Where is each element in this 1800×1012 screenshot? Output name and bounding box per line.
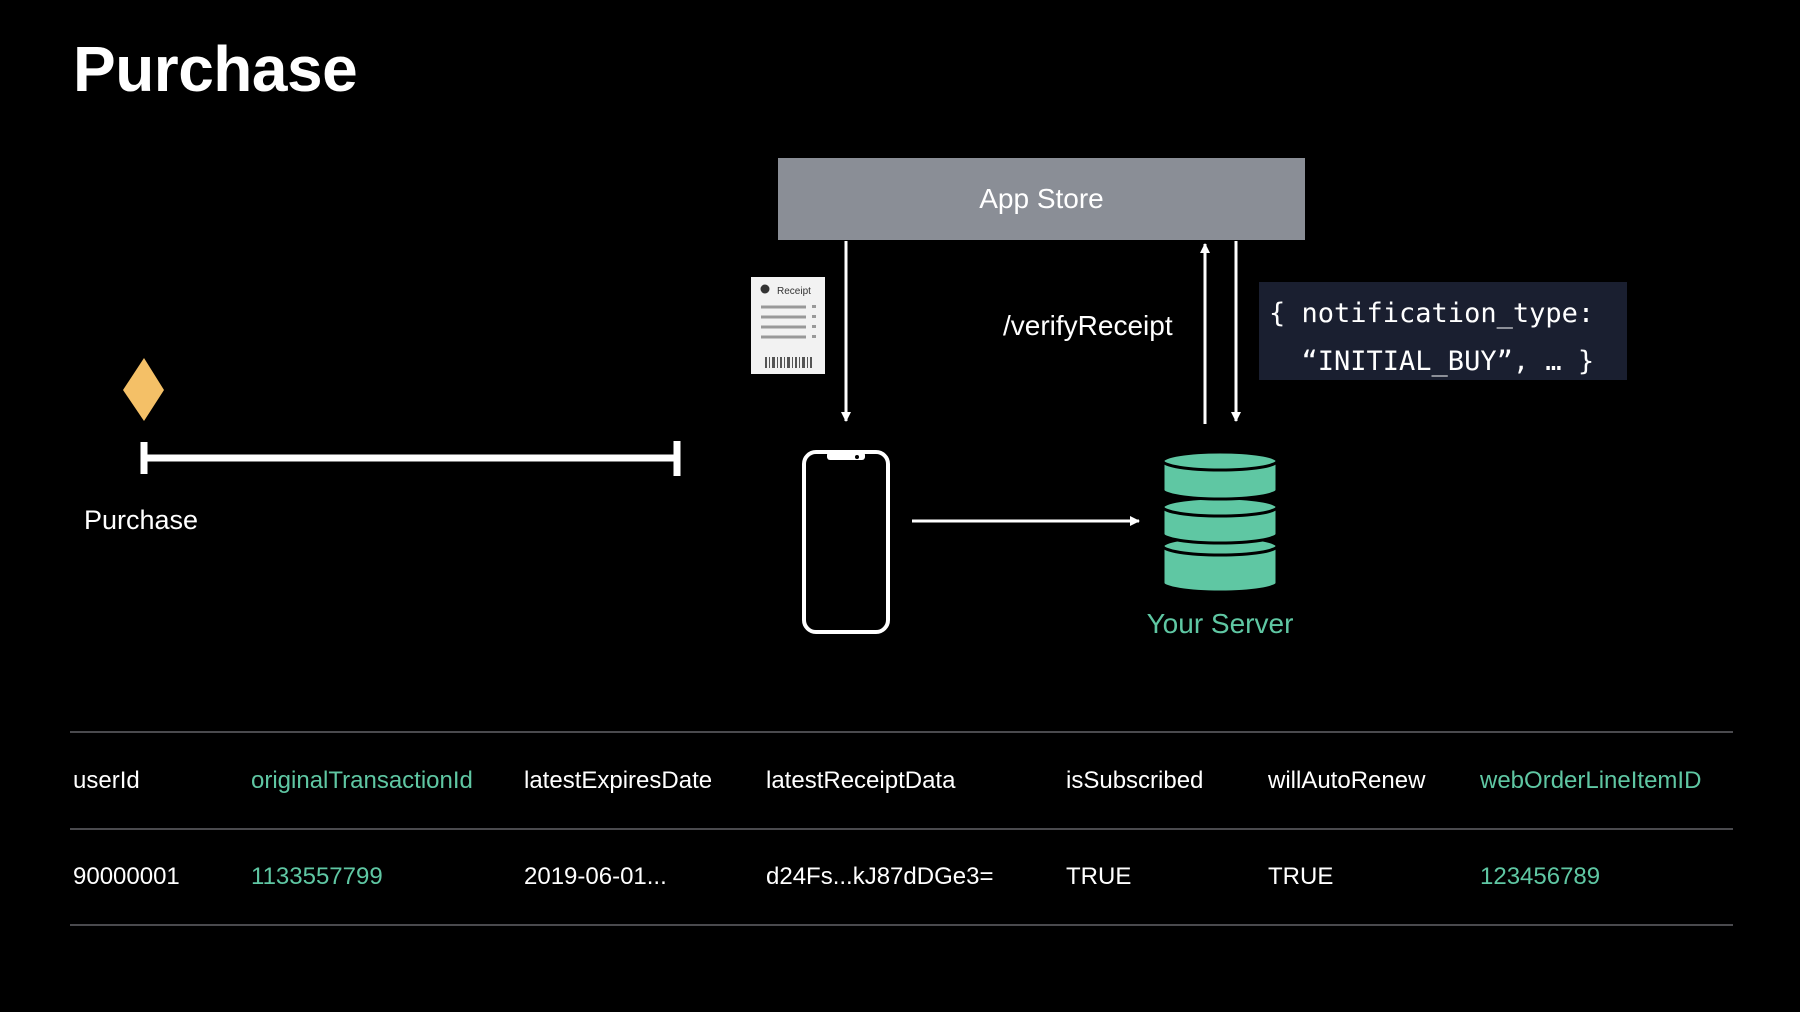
subscription-timeline [123, 358, 681, 476]
table-header-userid: userId [73, 767, 140, 794]
table-header-latest-receipt-data: latestReceiptData [766, 767, 956, 794]
diamond-icon [123, 358, 164, 421]
app-store-box: App Store [778, 158, 1305, 240]
receipt-icon-label: Receipt [777, 286, 811, 297]
receipt-icon: Receipt [751, 277, 825, 374]
table-header-will-auto-renew: willAutoRenew [1268, 767, 1426, 794]
page-title: Purchase [73, 33, 358, 105]
iphone-icon [802, 450, 890, 634]
server-label: Your Server [1146, 608, 1294, 639]
table-cell-will-auto-renew: TRUE [1268, 863, 1334, 890]
timeline-purchase-label: Purchase [84, 505, 199, 535]
table-cell-latest-receipt-data: d24Fs...kJ87dDGe3= [766, 863, 994, 890]
table-middle-rule [70, 828, 1733, 830]
table-header-is-subscribed: isSubscribed [1066, 767, 1204, 794]
table-cell-latest-expires-date: 2019-06-01... [524, 863, 667, 890]
table-cell-is-subscribed: TRUE [1066, 863, 1132, 890]
database-icon [1161, 450, 1279, 594]
notification-code-box: { notification_type: “INITIAL_BUY”, … } [1259, 282, 1627, 380]
table-bottom-rule [70, 924, 1733, 926]
table-header-latest-expires-date: latestExpiresDate [524, 767, 713, 794]
table-cell-userid: 90000001 [73, 863, 180, 890]
table-cell-original-transaction-id: 1133557799 [251, 863, 383, 890]
table-header-web-order-line-item-id: webOrderLineItemID [1480, 767, 1702, 794]
table-header-original-transaction-id: originalTransactionId [251, 767, 473, 794]
table-top-rule [70, 731, 1733, 733]
table-cell-web-order-line-item-id: 123456789 [1480, 863, 1601, 890]
verify-receipt-label: /verifyReceipt [1003, 310, 1173, 341]
